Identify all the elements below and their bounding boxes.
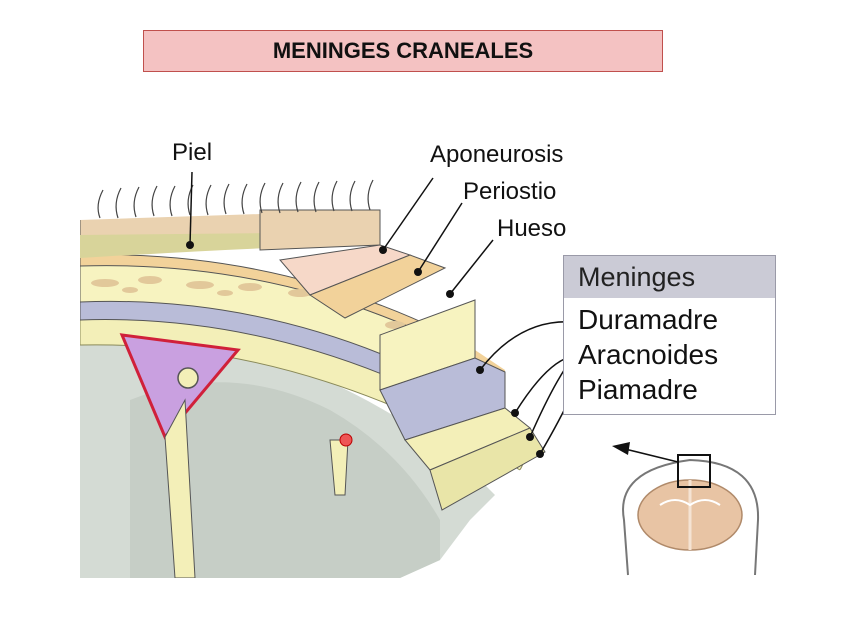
hair xyxy=(97,179,374,219)
arrow-icon xyxy=(624,448,679,463)
meninges-heading: Meninges xyxy=(564,256,775,298)
brain-thumbnail-icon xyxy=(612,442,760,576)
layer-steps xyxy=(259,209,546,511)
label-piel: Piel xyxy=(172,139,212,166)
label-aponeurosis: Aponeurosis xyxy=(430,141,563,168)
pia-block xyxy=(429,427,546,511)
meninges-legend: Meninges Duramadre Aracnoides Piamadre xyxy=(563,255,776,415)
granulation-red xyxy=(339,433,353,447)
meninges-item-aracnoides: Aracnoides xyxy=(578,339,719,370)
label-hueso: Hueso xyxy=(497,215,566,242)
granulation xyxy=(177,367,199,389)
falx-cerebri xyxy=(164,398,196,578)
meninges-item-piamadre: Piamadre xyxy=(578,374,698,405)
meninges-item-duramadre: Duramadre xyxy=(578,304,719,335)
head-outline xyxy=(622,458,760,576)
page-title: MENINGES CRANEALES xyxy=(143,30,663,72)
venous-sinus xyxy=(119,333,241,440)
label-periostio: Periostio xyxy=(463,178,556,205)
leader-dots xyxy=(186,241,544,458)
brain-grey-matter xyxy=(130,382,440,578)
scalp-block xyxy=(259,209,381,251)
focus-square-icon xyxy=(677,454,711,488)
dura-block xyxy=(379,357,506,441)
title-text: MENINGES CRANEALES xyxy=(272,38,534,63)
periostio-block xyxy=(308,254,447,319)
